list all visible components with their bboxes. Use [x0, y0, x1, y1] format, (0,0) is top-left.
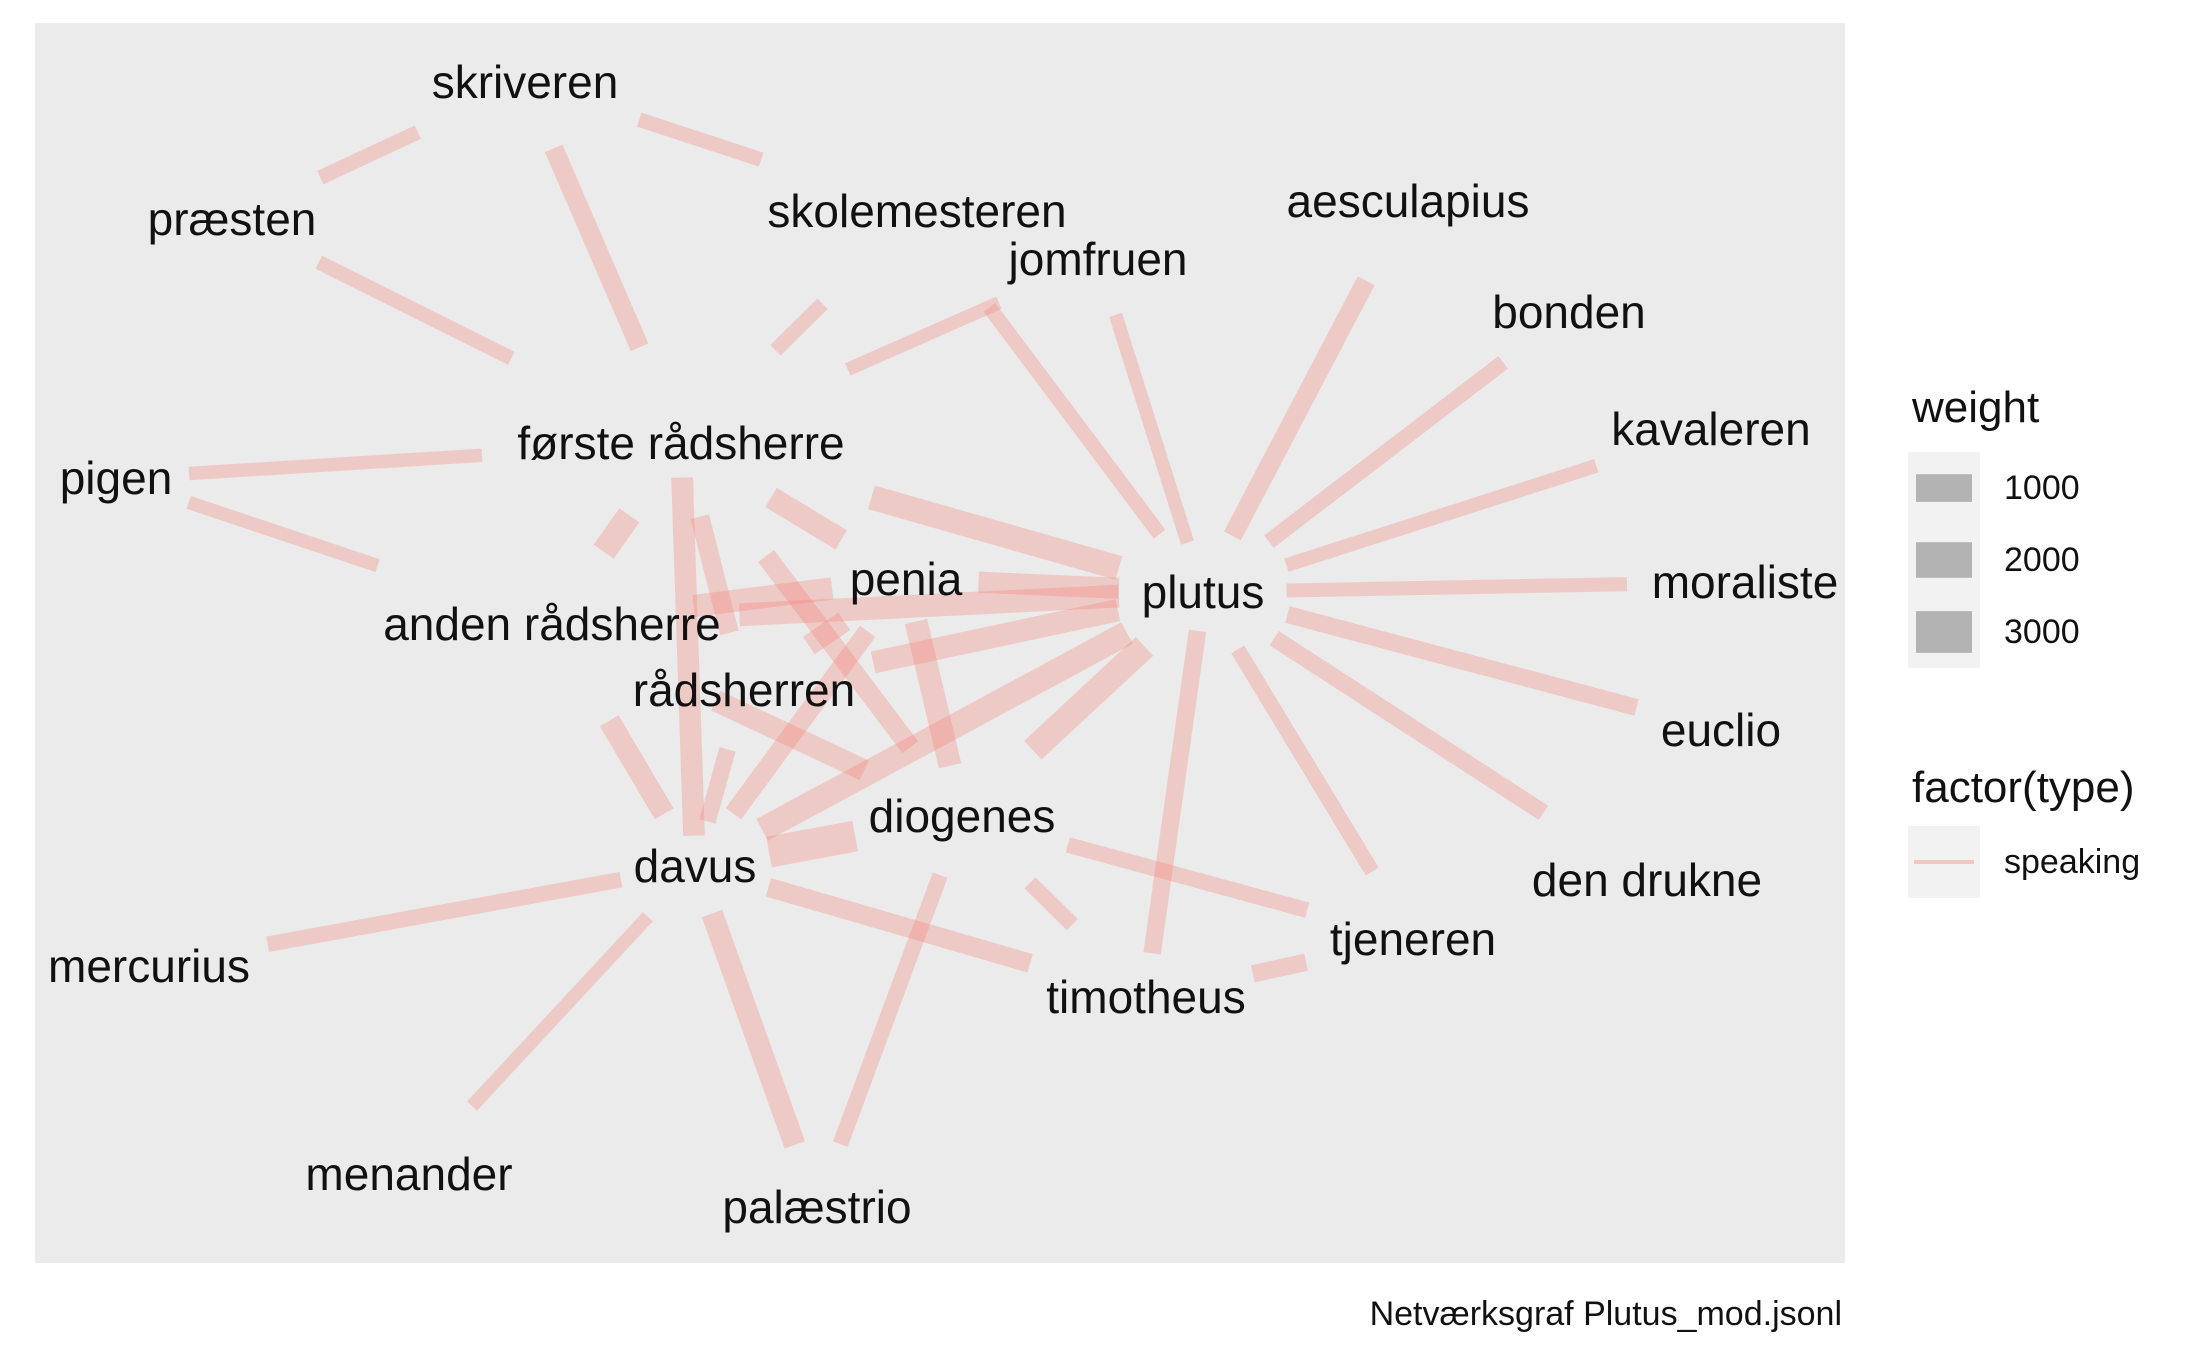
node-label-plutus: plutus [1142, 566, 1265, 618]
edge-pigen-forste [188, 448, 483, 481]
edge-forste-radsherren [690, 514, 739, 636]
edge-skolemesteren-plutus [983, 302, 1166, 539]
legend-weight-swatch [1916, 474, 1972, 502]
legend-weight-swatch [1916, 542, 1972, 578]
edge-bonden-plutus [1264, 356, 1508, 548]
plot-caption: Netværksgraf Plutus_mod.jsonl [1370, 1295, 1842, 1333]
edge-jomfruen-plutus [1109, 312, 1194, 545]
node-label-menander: menander [305, 1148, 512, 1200]
edge-diogenes-palaestrio [832, 872, 948, 1147]
edge-dendrukne-plutus [1269, 631, 1549, 820]
node-label-skriveren: skriveren [432, 56, 619, 108]
edge-penia-radsherren [802, 612, 851, 655]
legend-type-key-bg [1908, 826, 1980, 898]
edge-forste-davus [671, 477, 705, 837]
edge-skriveren-skolemesteren [637, 112, 764, 167]
legend-weight-swatch [1916, 611, 1972, 653]
edge-anden-plutus [738, 584, 1120, 627]
plot-panel [35, 23, 1845, 1263]
node-label-euclio: euclio [1661, 704, 1781, 756]
edge-diogenes-tjeneren [1065, 837, 1310, 918]
edge-kavaleren-plutus [1284, 459, 1599, 572]
edge-skriveren-praesten [317, 125, 421, 185]
edge-anden-davus [599, 715, 674, 820]
node-label-mercurius: mercurius [48, 940, 250, 992]
node-label-diogenes: diogenes [869, 790, 1056, 842]
edge-davus-timotheus [765, 878, 1033, 973]
edge-davus-menander [467, 912, 653, 1111]
edge-anden-penia [692, 577, 834, 618]
node-label-praesten: præsten [148, 193, 317, 245]
edge-skriveren-forste [544, 144, 649, 352]
node-label-davus: davus [634, 840, 757, 892]
legend-weight-title: weight [1911, 383, 2039, 432]
node-label-dendrukne: den drukne [1532, 854, 1762, 906]
node-label-skolemesteren: skolemesteren [767, 185, 1066, 237]
edge-pigen-anden [186, 495, 380, 573]
edge-diogenes-plutus [1024, 637, 1154, 760]
node-label-penia: penia [850, 553, 963, 605]
legend-type-label: speaking [2004, 843, 2140, 881]
edge-forste-plutus [868, 485, 1123, 580]
edges-layer [186, 112, 1639, 1149]
edge-penia-diogenes [904, 618, 962, 769]
edge-davus-palaestrio [701, 909, 806, 1149]
node-label-tjeneren: tjeneren [1330, 913, 1496, 965]
legend-weight-keys: 1000 2000 3000 [1908, 452, 2080, 668]
edge-timotheus-plutus [1143, 629, 1207, 955]
edge-diogenes-davus [766, 820, 859, 868]
node-label-pigen: pigen [60, 452, 173, 504]
edge-radsherren-davus [699, 747, 736, 824]
legend-weight-label: 3000 [2004, 613, 2080, 651]
edge-tjeneren-plutus [1231, 645, 1379, 876]
node-label-kavaleren: kavaleren [1611, 403, 1810, 455]
edge-radsherren-plutus [870, 599, 1121, 674]
node-label-forste: første rådsherre [517, 417, 844, 469]
legend-weight-label: 2000 [2004, 541, 2080, 579]
edge-moraliste-plutus [1286, 577, 1628, 598]
node-label-aesculapius: aesculapius [1287, 175, 1530, 227]
edge-euclio-plutus [1285, 606, 1639, 716]
edge-timotheus-tjeneren [1250, 953, 1309, 983]
edge-aesculapius-plutus [1223, 276, 1375, 541]
edge-davus-mercurius [266, 871, 623, 953]
edge-forste-anden [593, 508, 640, 559]
node-label-timotheus: timotheus [1046, 971, 1245, 1023]
edge-diogenes-timotheus [1024, 877, 1078, 931]
edge-anden-diogenes [711, 690, 869, 781]
node-label-palaestrio: palæstrio [722, 1181, 911, 1233]
nodes-layer: skriveren præsten skolemesteren aesculapius… [48, 56, 1838, 1233]
node-label-radsherren: rådsherren [633, 664, 855, 716]
edge-skolemesteren-forste [770, 298, 828, 356]
legend-weight-label: 1000 [2004, 469, 2080, 507]
edge-praesten-forste [315, 255, 515, 365]
edge-forste-diogenes [758, 550, 919, 754]
legend-type-keys: speaking [1908, 826, 2140, 898]
legend: weight 1000 2000 3000 factor(type) speakin… [1908, 383, 2140, 898]
legend-type-title: factor(type) [1912, 763, 2135, 812]
node-label-jomfruen: jomfruen [1007, 233, 1188, 285]
node-label-bonden: bonden [1492, 286, 1646, 338]
edge-forste-penia [765, 487, 847, 550]
edge-penia-davus [725, 625, 876, 820]
edge-davus-plutus [756, 622, 1133, 841]
edge-jomfruen-forste [845, 296, 1002, 376]
edge-penia-plutus [978, 571, 1120, 599]
node-label-anden: anden rådsherre [383, 598, 721, 650]
node-label-moraliste: moraliste [1652, 556, 1839, 608]
